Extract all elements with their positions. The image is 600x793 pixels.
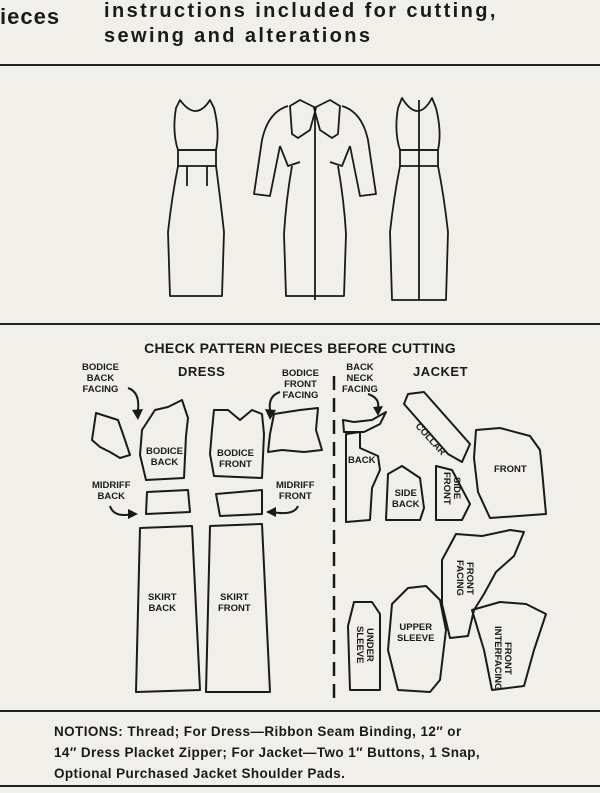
piece-bodice-front <box>209 409 265 479</box>
header-pieces-text: ieces <box>0 4 61 29</box>
notions-block: NOTIONS: Thread; For Dress—Ribbon Seam B… <box>54 721 599 784</box>
middle-divider <box>0 323 600 325</box>
piece-bodice-back <box>139 399 189 481</box>
piece-side-front <box>435 465 471 521</box>
notions-line-3: Optional Purchased Jacket Shoulder Pads. <box>54 766 346 781</box>
piece-bodice-back-facing <box>91 412 131 459</box>
bottom-divider <box>0 785 600 787</box>
arrow-bodice-front-facing <box>268 391 281 411</box>
piece-collar <box>403 391 471 463</box>
dress-back-illustration <box>389 97 449 301</box>
notions-line-2: 14″ Dress Placket Zipper; For Jacket—Two… <box>54 745 481 760</box>
dress-front-illustration <box>167 99 225 297</box>
header-instructions-line1: instructions included for cutting, <box>104 0 498 22</box>
dress-with-jacket-illustration <box>253 99 377 300</box>
piece-front <box>473 427 547 519</box>
piece-upper-sleeve <box>387 585 447 693</box>
notions-line-1: NOTIONS: Thread; For Dress—Ribbon Seam B… <box>54 724 462 739</box>
piece-front-interfacing <box>471 601 547 691</box>
notions-top-divider <box>0 710 600 712</box>
piece-bodice-front-facing <box>267 407 323 453</box>
jacket-section-title: JACKET <box>413 364 469 379</box>
piece-under-sleeve <box>347 601 381 691</box>
check-pattern-title: CHECK PATTERN PIECES BEFORE CUTTING <box>144 340 456 356</box>
arrow-bodice-back-facing <box>127 387 140 411</box>
dress-section-title: DRESS <box>178 364 226 379</box>
piece-midriff-back <box>145 489 191 515</box>
piece-front-facing <box>441 529 525 639</box>
piece-back <box>345 431 381 523</box>
piece-back-neck-facing <box>342 411 387 433</box>
label-back: BACK <box>348 455 376 466</box>
piece-skirt-back <box>135 525 201 693</box>
header-instructions-line2: sewing and alterations <box>104 25 373 47</box>
piece-side-back <box>385 465 425 521</box>
label-front: FRONT <box>494 464 527 475</box>
piece-midriff-front <box>215 489 263 517</box>
arrow-back-neck-facing <box>367 393 380 409</box>
top-divider <box>0 64 600 66</box>
piece-skirt-front <box>205 523 271 693</box>
